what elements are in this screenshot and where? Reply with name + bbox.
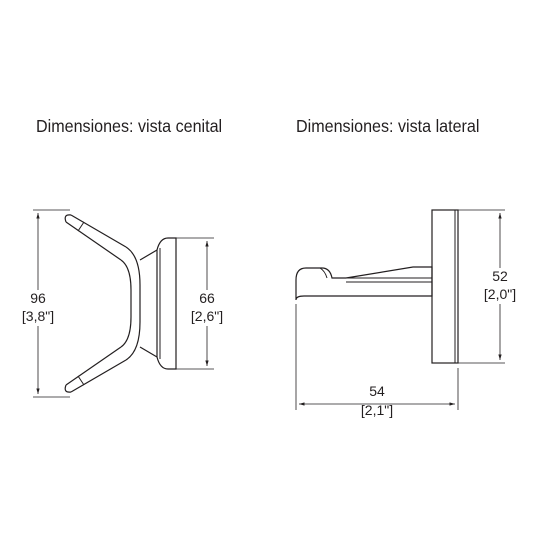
top-view-drawing: 96 [3,8"] 66 [2,6"] [20, 209, 228, 398]
dim-label-base-in: [2,6"] [191, 308, 223, 324]
dim-label-height-in: [3,8"] [22, 308, 54, 324]
hook-neck [139, 249, 158, 358]
hook-lip [319, 267, 328, 279]
arm-upper-outer [70, 214, 127, 248]
label-bg-height [20, 290, 58, 326]
dim-label-plate-in: [2,0"] [484, 286, 516, 302]
dim-label-base-mm: 66 [199, 290, 215, 306]
arm-lower-tip [64, 384, 72, 393]
arm-upper-inner [65, 221, 122, 261]
arm-lower-inner [65, 346, 122, 386]
side-view-drawing: 52 [2,0"] 54 [2,1"] [295, 209, 524, 418]
side-view-title: Dimensiones: vista lateral [296, 116, 480, 136]
top-view-title: Dimensiones: vista cenital [36, 116, 223, 136]
arm-upper-joint [77, 221, 85, 232]
hook-profile [295, 266, 433, 301]
dim-label-depth-in: [2,1"] [361, 402, 393, 418]
label-bg-plate-height [478, 268, 524, 304]
wall-plate [431, 209, 459, 364]
hook-body-outer [125, 246, 141, 361]
hook-body-inner [120, 259, 132, 348]
dim-label-plate-mm: 52 [492, 268, 508, 284]
arm-upper-tip [64, 214, 72, 223]
dim-label-depth-mm: 54 [369, 383, 385, 399]
arm-lower-joint [77, 375, 85, 386]
dim-label-height-mm: 96 [30, 290, 46, 306]
label-bg-base [188, 290, 228, 326]
arm-lower-outer [70, 359, 127, 393]
